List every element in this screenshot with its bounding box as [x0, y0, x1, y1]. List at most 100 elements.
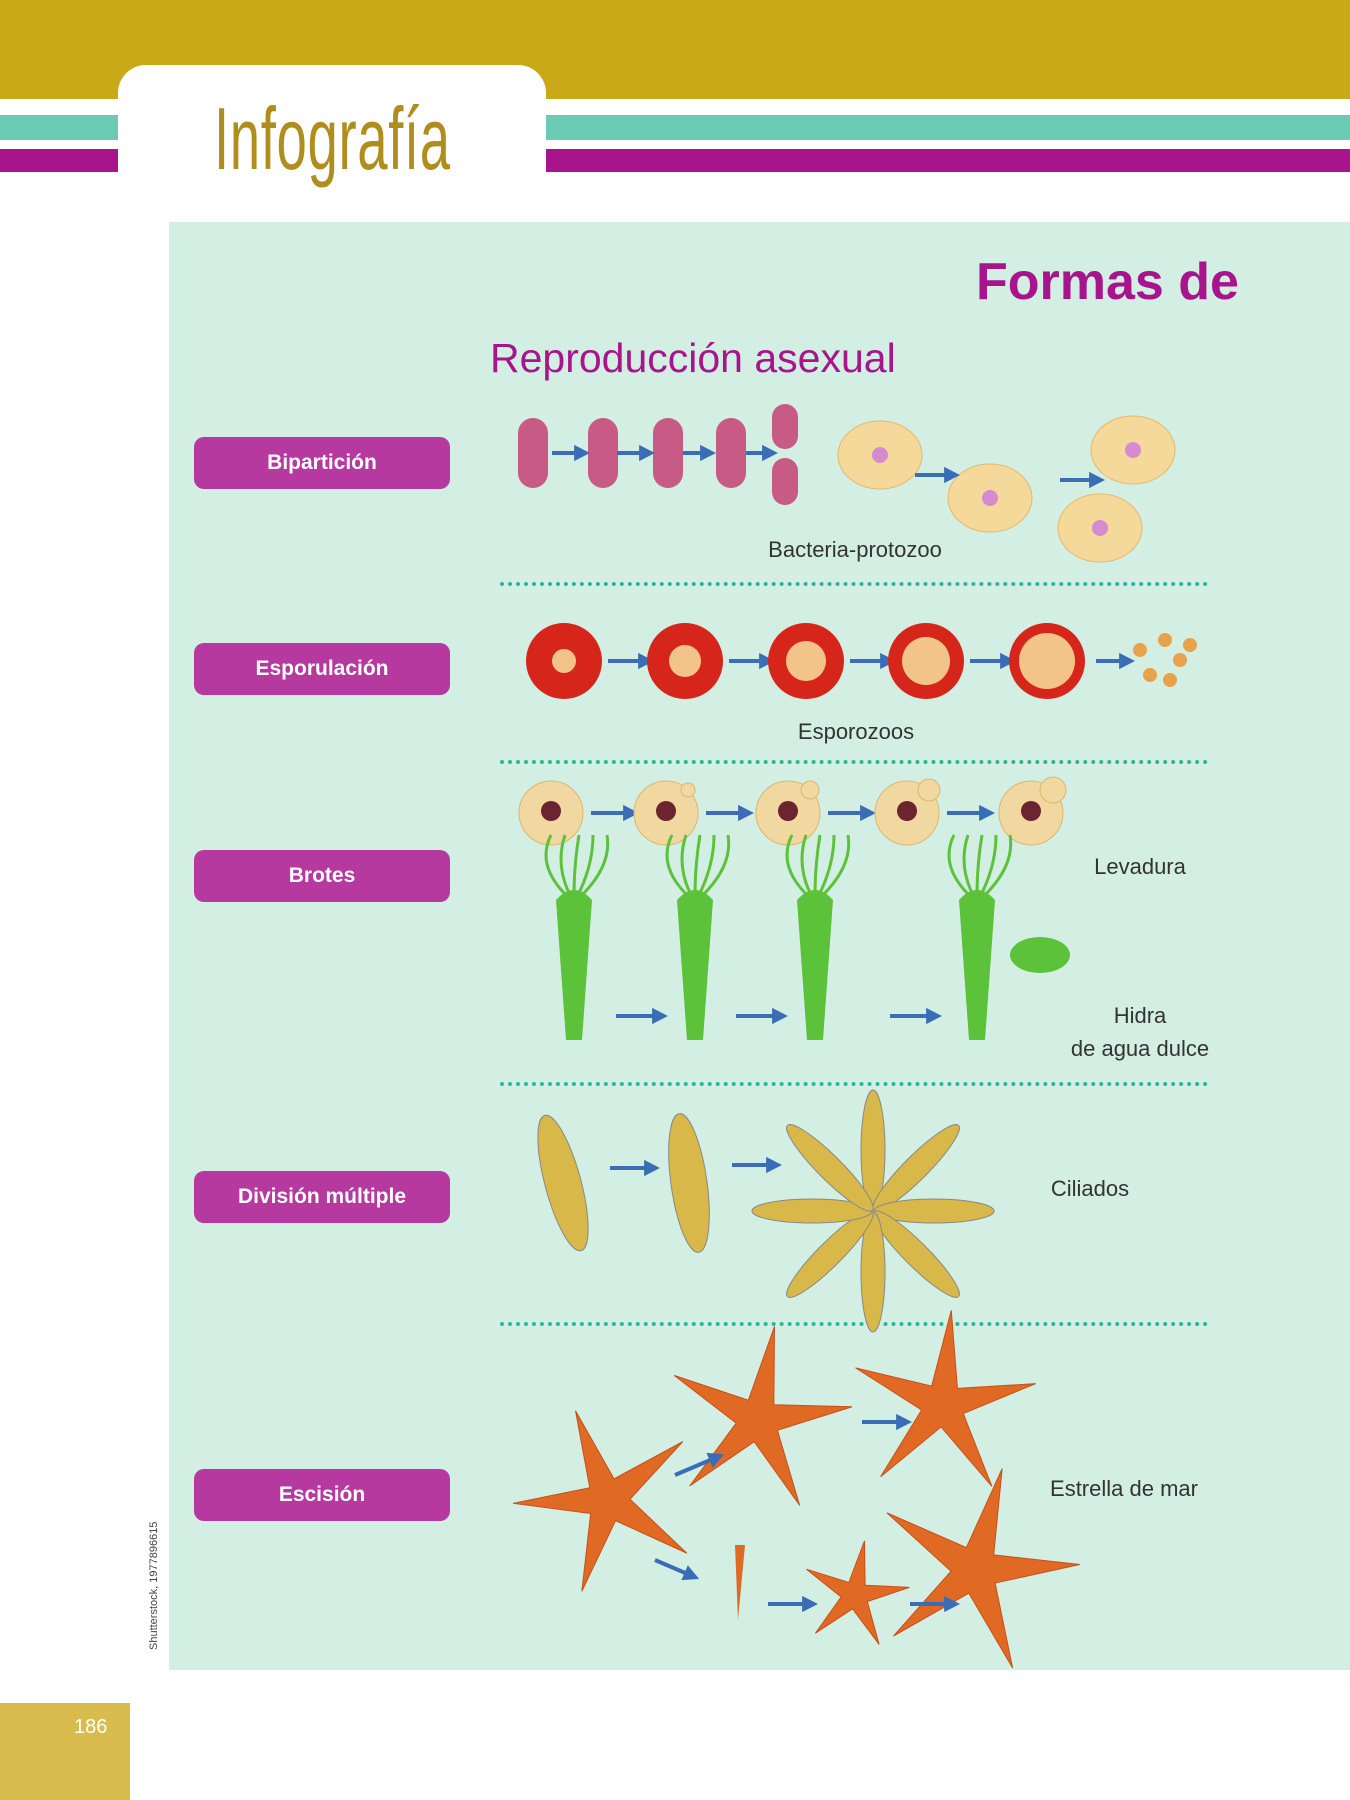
- spore-icon: [1163, 673, 1177, 687]
- arrow-head-icon: [639, 444, 655, 462]
- yeast-bud-icon: [800, 780, 820, 800]
- nucleus-icon: [872, 447, 888, 463]
- nucleus-icon: [1125, 442, 1141, 458]
- yeast-bud-icon: [680, 782, 696, 798]
- arrow-head-icon: [652, 1007, 668, 1025]
- tentacle-icon: [983, 834, 1013, 897]
- arrow-head-icon: [860, 804, 876, 822]
- caption-bacteria: Bacteria-protozoo: [768, 537, 942, 562]
- tentacle-icon: [680, 834, 693, 896]
- label-brotes: Brotes: [194, 850, 450, 902]
- tentacle-icon: [813, 834, 822, 896]
- tentacle-icon: [975, 834, 984, 896]
- arrow-head-icon: [1089, 471, 1105, 489]
- arrow-head-icon: [944, 1595, 960, 1613]
- arrow-head-icon: [681, 1565, 700, 1581]
- arrow-head-icon: [772, 1007, 788, 1025]
- yeast-bud-icon: [917, 778, 941, 802]
- spore-icon: [1183, 638, 1197, 652]
- page-number: 186: [74, 1716, 108, 1738]
- spore-icon: [1133, 643, 1147, 657]
- arrow-head-icon: [766, 1156, 782, 1174]
- spore-core-icon: [786, 641, 826, 681]
- nucleus-icon: [982, 490, 998, 506]
- starfish-icon: [673, 1326, 853, 1506]
- ciliate-icon: [786, 1124, 874, 1212]
- section-tab: [118, 65, 546, 225]
- starfish-icon: [855, 1310, 1036, 1487]
- label-biparticion: Bipartición: [194, 437, 450, 489]
- spore-core-icon: [902, 637, 950, 685]
- caption-levadura: Levadura: [1094, 854, 1186, 879]
- spore-icon: [1158, 633, 1172, 647]
- arrow-head-icon: [738, 804, 754, 822]
- bacterium-icon: [772, 458, 798, 505]
- page-title: Formas de: [976, 253, 1239, 311]
- page-number-box: [0, 1703, 130, 1800]
- caption-esporozoos: Esporozoos: [797, 719, 915, 744]
- subtitle: Reproducción asexual: [490, 335, 896, 381]
- ciliate-icon: [537, 1114, 589, 1252]
- hydra-icon: [959, 890, 995, 1040]
- starfish-arm-icon: [735, 1545, 745, 1620]
- nucleus-icon: [778, 801, 798, 821]
- nucleus-icon: [897, 801, 917, 821]
- arrow-head-icon: [979, 804, 995, 822]
- nucleus-icon: [1021, 801, 1041, 821]
- arrow-head-icon: [706, 1452, 725, 1468]
- arrow-head-icon: [700, 444, 716, 462]
- tentacle-icon: [697, 834, 716, 896]
- spore-core-icon: [552, 649, 576, 673]
- divider: [500, 1082, 1208, 1086]
- hydra-icon: [556, 890, 592, 1040]
- tentacle-icon: [821, 834, 851, 897]
- spore-icon: [1143, 668, 1157, 682]
- arrow-head-icon: [644, 1159, 660, 1177]
- tentacle-icon: [947, 834, 971, 897]
- arrow-head-icon: [1119, 652, 1135, 670]
- tentacle-icon: [693, 834, 702, 896]
- tentacle-icon: [962, 834, 975, 896]
- tentacle-icon: [665, 834, 689, 897]
- tentacle-icon: [572, 834, 581, 896]
- tentacle-icon: [544, 834, 568, 897]
- caption-hidra: Hidra: [1113, 1003, 1167, 1028]
- divider: [500, 1322, 1208, 1326]
- starfish-icon: [886, 1468, 1080, 1669]
- caption-estrella: Estrella de mar: [1050, 1476, 1198, 1501]
- caption-hidra-line2: de agua dulce: [1070, 1036, 1210, 1061]
- section-title: Infografía: [214, 89, 451, 188]
- arrow-head-icon: [944, 466, 960, 484]
- tentacle-icon: [559, 834, 572, 896]
- bacterium-icon: [518, 418, 548, 488]
- starfish-icon: [806, 1540, 910, 1645]
- divider: [500, 760, 1208, 764]
- tentacle-icon: [800, 834, 813, 896]
- arrow-head-icon: [574, 444, 590, 462]
- arrow-icon: [674, 1456, 716, 1477]
- image-credit: Shutterstock, 1977896615: [148, 1521, 160, 1650]
- hydra-icon: [797, 890, 833, 1040]
- arrow-head-icon: [802, 1595, 818, 1613]
- spore-core-icon: [1019, 633, 1075, 689]
- bacterium-icon: [716, 418, 746, 488]
- bacterium-icon: [772, 404, 798, 449]
- arrow-icon: [654, 1558, 691, 1577]
- arrow-head-icon: [896, 1413, 912, 1431]
- hydra-icon: [677, 890, 713, 1040]
- label-division-multiple: División múltiple: [194, 1171, 450, 1223]
- label-esporulacion: Esporulación: [194, 643, 450, 695]
- yeast-bud-icon: [1039, 776, 1067, 804]
- starfish-icon: [512, 1410, 688, 1592]
- divider: [500, 582, 1208, 586]
- arrow-head-icon: [638, 652, 654, 670]
- tentacle-icon: [785, 834, 809, 897]
- ciliate-icon: [668, 1113, 710, 1253]
- bacterium-icon: [588, 418, 618, 488]
- spore-core-icon: [669, 645, 701, 677]
- spore-icon: [1173, 653, 1187, 667]
- nucleus-icon: [1092, 520, 1108, 536]
- arrow-head-icon: [759, 652, 775, 670]
- tentacle-icon: [580, 834, 610, 897]
